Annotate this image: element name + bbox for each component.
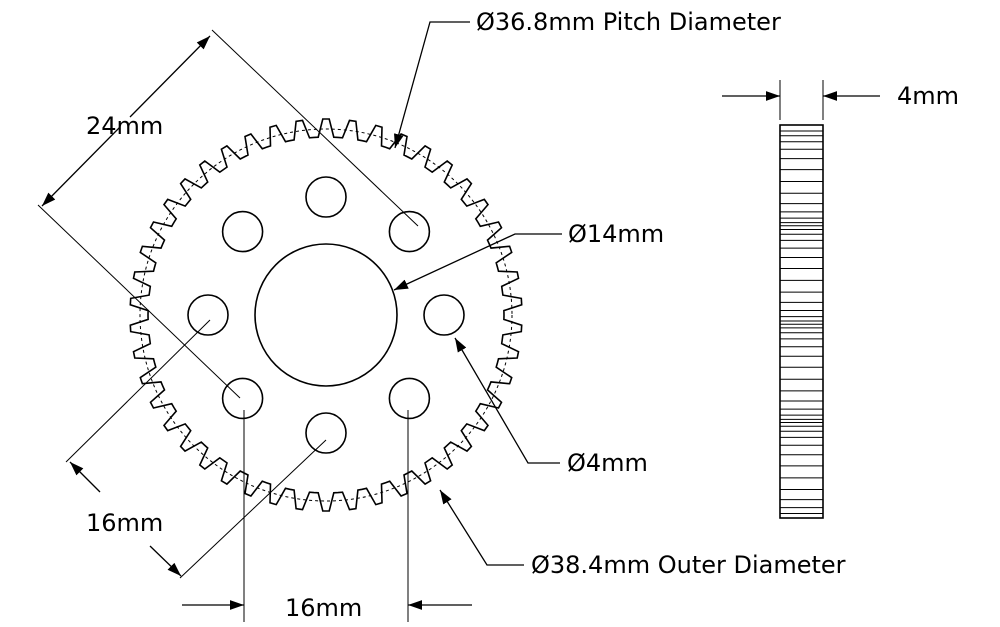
side-view-tooth-lines	[780, 130, 823, 514]
thickness-label: 4mm	[897, 82, 959, 110]
pitch-circle	[139, 128, 513, 502]
gear-front-view	[129, 118, 523, 512]
hole-diameter-callout: Ø4mm	[454, 337, 648, 477]
mounting-hole	[305, 412, 347, 454]
outer-diameter-callout: Ø38.4mm Outer Diameter	[439, 489, 846, 579]
thickness-dimension: 4mm	[722, 80, 959, 120]
gear-side-view	[779, 124, 824, 519]
mounting-hole	[388, 377, 431, 420]
hole-diameter-label: Ø4mm	[567, 449, 648, 477]
mounting-hole	[388, 210, 431, 253]
left-spacing-dimension: 16mm	[65, 319, 327, 579]
pitch-diameter-label: Ø36.8mm Pitch Diameter	[476, 8, 781, 36]
mounting-hole	[187, 294, 229, 336]
diagonal-spacing-label: 24mm	[86, 112, 163, 140]
pitch-diameter-callout: Ø36.8mm Pitch Diameter	[394, 8, 781, 149]
mounting-hole	[305, 176, 347, 218]
mounting-hole	[423, 294, 465, 336]
bore-diameter-label: Ø14mm	[568, 220, 664, 248]
mounting-hole	[221, 210, 264, 253]
bore-diameter-callout: Ø14mm	[393, 220, 664, 291]
mounting-holes	[187, 176, 465, 454]
mounting-hole	[221, 377, 264, 420]
bottom-spacing-dimension: 16mm	[182, 410, 472, 622]
diagonal-spacing-dimension: 24mm	[37, 29, 419, 399]
bottom-spacing-label: 16mm	[285, 594, 362, 622]
left-spacing-label: 16mm	[86, 509, 163, 537]
gear-teeth-outline	[129, 118, 523, 512]
outer-diameter-label: Ø38.4mm Outer Diameter	[531, 551, 846, 579]
center-bore	[254, 243, 398, 387]
